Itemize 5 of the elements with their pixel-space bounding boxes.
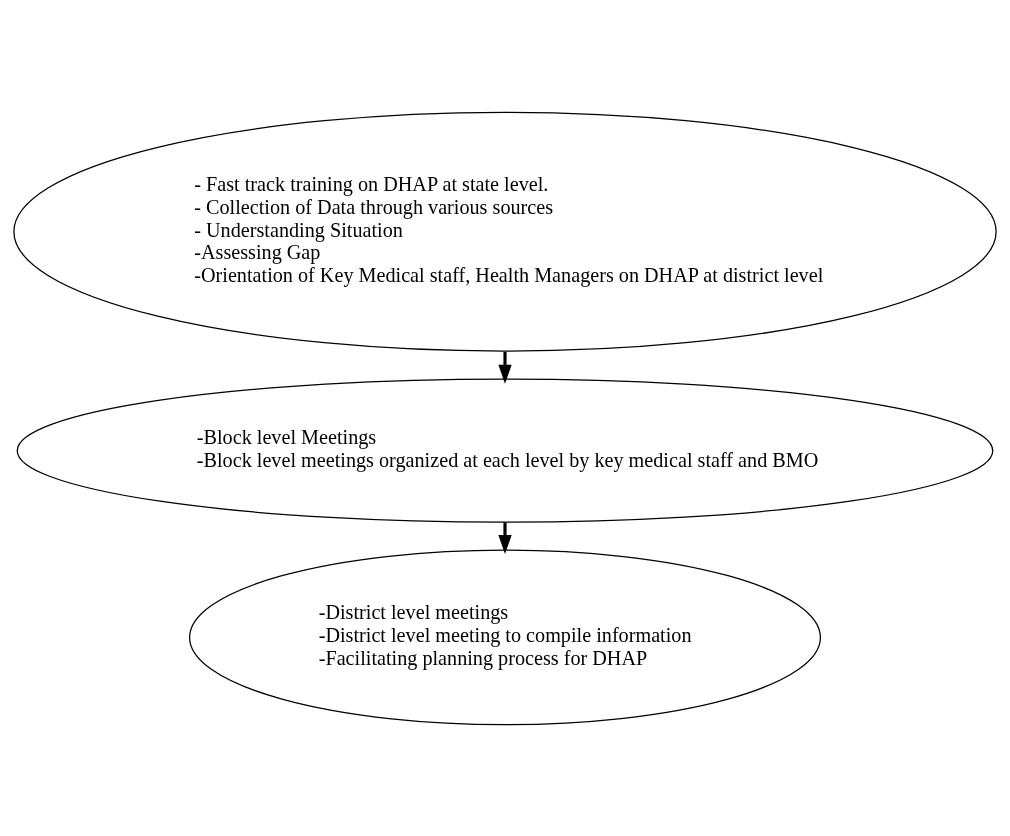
node-ellipse: -Block level Meetings -Block level meetings organized at each level by key medical staff and BMO [16, 378, 994, 523]
node-ellipse: - Fast track training on DHAP at state level. - Collection of Data through various sources - Understanding Situation -Assessing Gap -Orientation of Key Medical staff, Health Managers on DHAP at district level [13, 111, 997, 352]
arrow [498, 351, 512, 384]
node-ellipse: -District level meetings -District level meeting to compile information -Facilitating planning process for DHAP [188, 549, 822, 725]
arrow [498, 522, 512, 554]
